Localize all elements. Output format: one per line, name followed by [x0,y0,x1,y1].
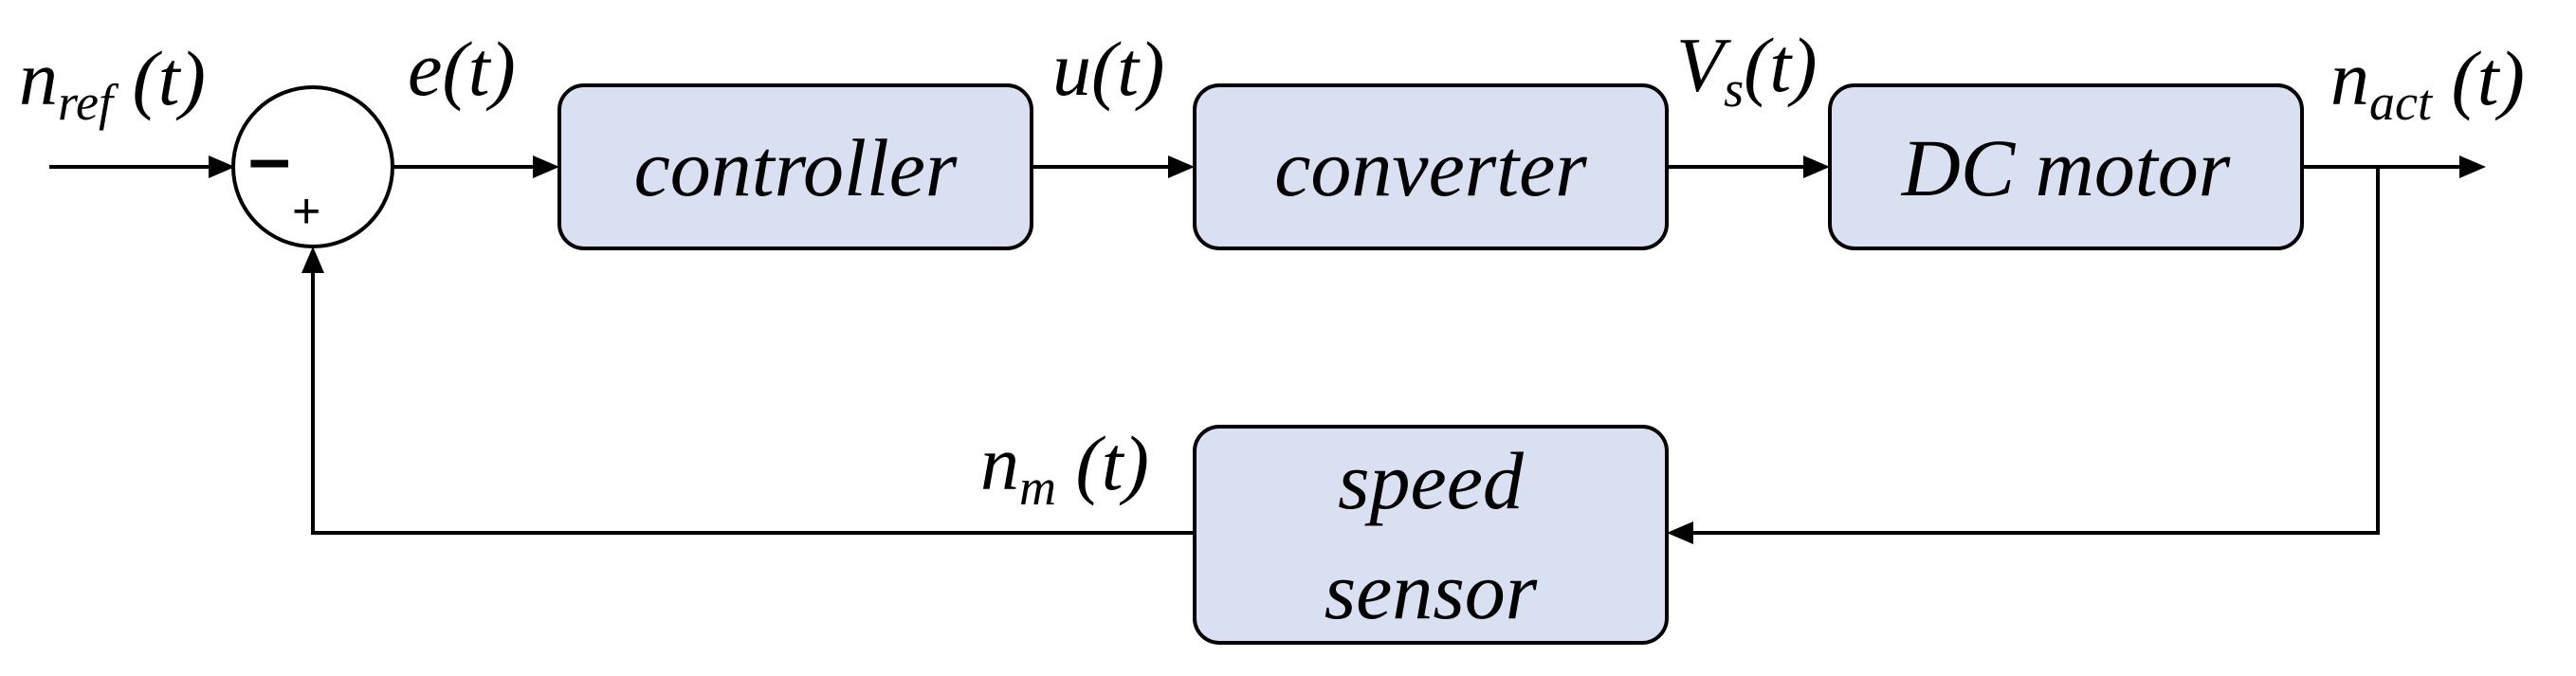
dc-motor-block: DC motor [1828,83,2304,250]
measured-speed-arrowhead [301,247,324,273]
summing-junction: – + [231,85,394,248]
voltage-arrowhead [1803,155,1830,178]
n-ref-label: nref (t) [19,35,206,131]
measured-speed-label: nm (t) [980,420,1149,516]
measured-speed-wire [311,267,1195,535]
actual-speed-label: nact (t) [2330,35,2525,131]
controller-block: controller [557,83,1033,250]
supply-voltage-label: Vs(t) [1676,22,1818,118]
error-arrowhead [533,155,559,178]
speed-sensor-block: speed sensor [1193,425,1669,645]
output-arrowhead [2459,155,2486,178]
feedback-arrowhead [1667,521,1693,544]
control-signal-label: u(t) [1052,26,1164,112]
converter-label: converter [1274,122,1587,213]
controller-label: controller [634,122,958,213]
converter-block: converter [1193,83,1669,250]
feedback-pickoff-wire [1688,167,2380,535]
error-label: e(t) [408,26,516,112]
input-arrowhead [209,155,235,178]
speed-sensor-label-line1: speed [1338,435,1525,526]
speed-sensor-label-line2: sensor [1325,545,1538,636]
plus-sign: + [292,184,320,239]
control-signal-arrowhead [1168,155,1195,178]
minus-sign: – [248,116,291,200]
dc-motor-label: DC motor [1901,122,2231,213]
